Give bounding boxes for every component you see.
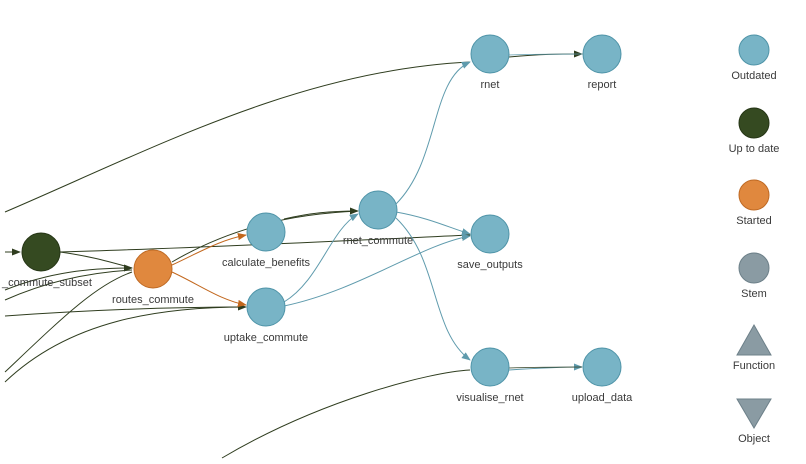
edge-routes-to-uptake — [171, 271, 247, 308]
node-calculate-benefits-circle[interactable] — [246, 212, 286, 252]
node-commute-subset-circle[interactable] — [21, 232, 61, 272]
legend-started-icon — [738, 179, 770, 211]
edge-rnet-commute-to-save-outputs — [395, 211, 471, 236]
legend-outdated-label: Outdated — [731, 70, 776, 82]
legend: Outdated Up to date Started Stem Functio… — [729, 34, 780, 445]
node-rnet-circle[interactable] — [470, 34, 510, 74]
node-uptake-commute-circle[interactable] — [246, 287, 286, 327]
legend-item-object: Object — [736, 398, 772, 445]
edge-into-routes-commute-c — [4, 271, 133, 373]
node-routes-commute-label: routes_commute — [112, 294, 194, 306]
node-uptake-commute[interactable]: uptake_commute — [224, 287, 308, 344]
node-calculate-benefits[interactable]: calculate_benefits — [222, 212, 311, 269]
legend-stem-icon — [738, 252, 770, 284]
node-upload-data-circle[interactable] — [582, 347, 622, 387]
node-visualise-rnet-circle[interactable] — [470, 347, 510, 387]
edge-benefits-to-rnet-commute — [283, 207, 359, 220]
node-visualise-rnet[interactable]: visualise_rnet — [456, 347, 524, 404]
legend-stem-label: Stem — [741, 288, 767, 300]
edge-into-routes-commute-a — [4, 264, 133, 291]
node-save-outputs-label: save_outputs — [457, 259, 523, 271]
edge-into-upload-data — [221, 369, 471, 459]
node-save-outputs-circle[interactable] — [470, 214, 510, 254]
legend-item-started: Started — [736, 179, 772, 227]
legend-started-label: Started — [736, 215, 771, 227]
legend-item-stem: Stem — [738, 252, 770, 300]
legend-item-outdated: Outdated — [731, 34, 777, 82]
edge-uptake-to-save-outputs — [283, 233, 471, 307]
edge-visualise-to-upload-b — [508, 366, 583, 369]
edge-routes-to-benefits — [171, 232, 247, 266]
edge-into-uptake-commute-b — [4, 306, 247, 383]
legend-object-label: Object — [738, 433, 770, 445]
nodes: _commute_subset routes_commute calculate… — [1, 34, 633, 404]
node-report-label: report — [588, 79, 617, 91]
legend-object-triangle-icon — [736, 398, 772, 429]
node-calculate-benefits-label: calculate_benefits — [222, 257, 311, 269]
edge-rnet-commute-to-visualise — [395, 217, 471, 361]
edge-into-rnet — [4, 61, 471, 213]
node-report[interactable]: report — [582, 34, 622, 91]
node-rnet-commute[interactable]: rnet_commute — [343, 190, 413, 247]
node-rnet[interactable]: rnet — [470, 34, 510, 91]
node-commute-subset-label: _commute_subset — [1, 277, 92, 289]
edge-rnet-to-report-b — [508, 53, 583, 56]
legend-function-label: Function — [733, 360, 775, 372]
node-routes-commute-circle[interactable] — [133, 249, 173, 289]
node-routes-commute[interactable]: routes_commute — [112, 249, 194, 306]
node-uptake-commute-label: uptake_commute — [224, 332, 308, 344]
node-upload-data-label: upload_data — [572, 392, 633, 404]
edge-into-routes-commute-b — [4, 269, 133, 301]
edge-subset-to-routes — [59, 251, 133, 269]
node-commute-subset[interactable]: _commute_subset — [1, 232, 92, 289]
legend-up-to-date-label: Up to date — [729, 143, 780, 155]
legend-function-triangle-icon — [736, 323, 772, 356]
node-report-circle[interactable] — [582, 34, 622, 74]
node-save-outputs[interactable]: save_outputs — [457, 214, 523, 271]
node-rnet-commute-label: rnet_commute — [343, 235, 413, 247]
node-upload-data[interactable]: upload_data — [572, 347, 633, 404]
legend-item-function: Function — [733, 323, 775, 372]
node-rnet-label: rnet — [481, 79, 500, 91]
node-rnet-commute-circle[interactable] — [358, 190, 398, 230]
legend-up-to-date-icon — [738, 107, 770, 139]
node-visualise-rnet-label: visualise_rnet — [456, 392, 523, 404]
legend-outdated-icon — [738, 34, 770, 66]
edge-rnet-commute-to-rnet — [395, 61, 471, 205]
edge-uptake-to-rnet-commute — [283, 213, 359, 303]
legend-item-up-to-date: Up to date — [729, 107, 780, 155]
